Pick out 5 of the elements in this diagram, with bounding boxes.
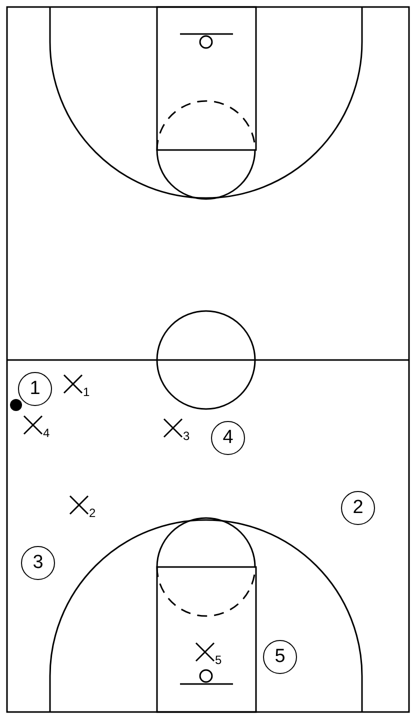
defender-number: 5 xyxy=(215,654,222,666)
defender-number: 2 xyxy=(89,507,96,519)
defender-number: 1 xyxy=(83,386,90,398)
defender-number: 3 xyxy=(183,430,190,442)
defender-number: 4 xyxy=(43,427,50,439)
